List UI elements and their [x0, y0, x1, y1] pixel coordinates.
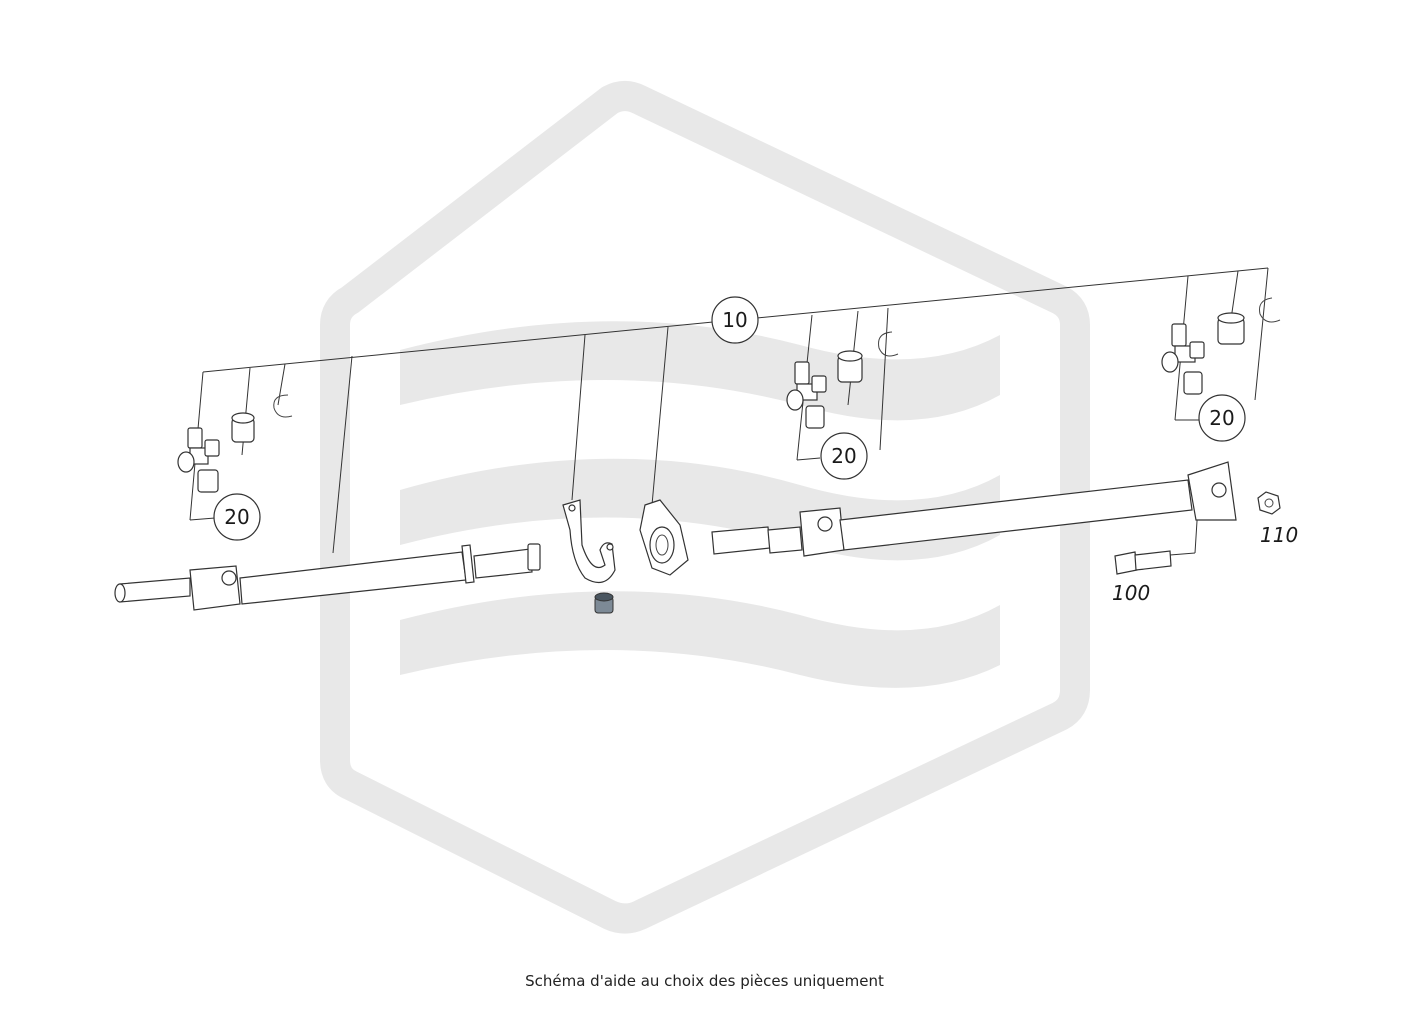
brand-logo-watermark: [320, 81, 1090, 934]
callout-joint-middle: 20: [820, 432, 868, 480]
rear-shaft: [711, 461, 1237, 557]
caption: Schéma d'aide au choix des pièces unique…: [525, 972, 884, 990]
circlip-middle: [878, 331, 899, 357]
circlip-left: [273, 394, 293, 418]
bearing-cup-left: [231, 412, 255, 443]
universal-joint-cross-left: [177, 427, 220, 493]
universal-joint-cross-right: [1161, 323, 1205, 395]
callout-assembly-label: 10: [722, 308, 747, 332]
callout-joint-right: 20: [1198, 394, 1246, 442]
bolt: [1114, 550, 1172, 575]
nut: [1257, 491, 1281, 515]
bearing-cup-right: [1217, 312, 1245, 345]
center-bearing-support: [639, 499, 689, 576]
callout-nut-label: 110: [1260, 523, 1298, 547]
circlip-right: [1259, 297, 1281, 323]
callout-joint-left: 20: [213, 493, 261, 541]
callout-joint-right-label: 20: [1209, 406, 1234, 430]
callout-joint-left-label: 20: [224, 505, 249, 529]
universal-joint-cross-middle: [786, 361, 827, 429]
front-shaft: [114, 543, 541, 611]
callout-joint-middle-label: 20: [831, 444, 856, 468]
callout-assembly: 10: [711, 296, 759, 344]
center-bearing-bracket: [562, 499, 616, 584]
rubber-bushing: [594, 592, 614, 614]
callout-bolt-label: 100: [1112, 581, 1150, 605]
bearing-cup-middle: [837, 350, 863, 383]
